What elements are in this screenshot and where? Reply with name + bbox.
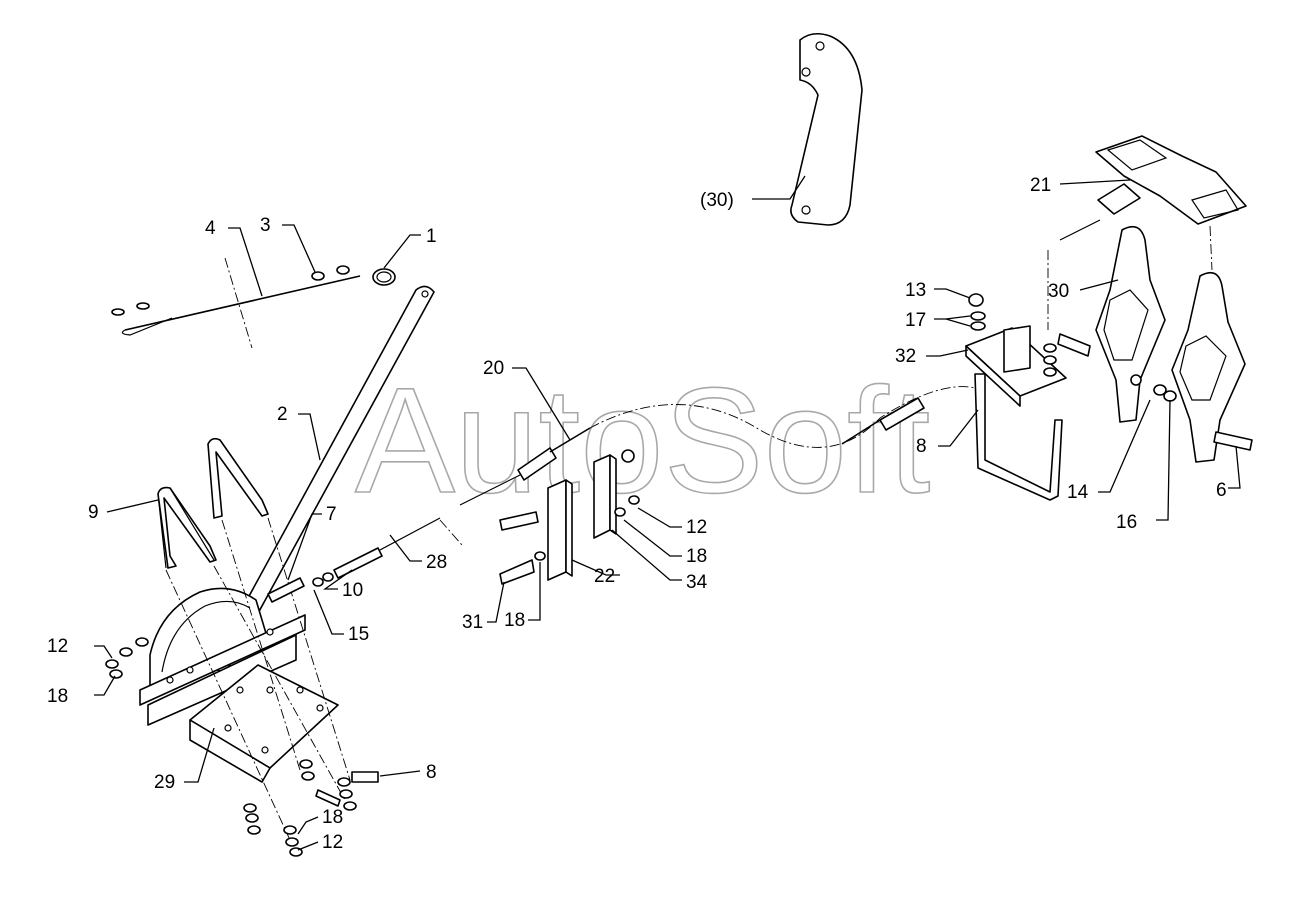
lower-nuts-washers	[105, 637, 379, 857]
part-21-pedal	[1047, 135, 1247, 330]
quadrant-plate	[139, 587, 306, 726]
callout-8-right: 8	[916, 436, 927, 457]
callout-9: 9	[88, 502, 99, 523]
callouts: 4 3 1 2 9 7 10 28 15 20 12 18 29 8 18 12	[47, 175, 1241, 853]
callout-18-left: 18	[47, 686, 68, 707]
callout-32: 32	[895, 346, 916, 367]
part-4-rod	[111, 257, 396, 349]
part-29-base-plate	[189, 664, 339, 783]
part-22-34-blocks	[499, 449, 640, 585]
callout-1: 1	[426, 226, 437, 247]
callout-30-detail: (30)	[700, 190, 734, 211]
callout-31: 31	[462, 612, 483, 633]
callout-12-mid: 12	[686, 517, 707, 538]
callout-12-left: 12	[47, 636, 68, 657]
callout-13: 13	[905, 280, 926, 301]
callout-20: 20	[483, 358, 504, 379]
callout-12-bottom: 12	[322, 832, 343, 853]
callout-4: 4	[205, 218, 216, 239]
callout-28: 28	[426, 552, 447, 573]
callout-22: 22	[594, 566, 615, 587]
part-32-plate	[841, 325, 1067, 501]
callout-14: 14	[1067, 482, 1089, 503]
callout-30: 30	[1048, 281, 1069, 302]
part-30-levers	[968, 225, 1253, 463]
callout-17: 17	[905, 310, 926, 331]
callout-3: 3	[260, 215, 271, 236]
callout-10: 10	[342, 580, 363, 601]
callout-21: 21	[1030, 175, 1051, 196]
callout-29: 29	[154, 772, 175, 793]
callout-8-bottom: 8	[426, 762, 437, 783]
part-9-u-bolts	[157, 437, 351, 841]
callout-6: 6	[1216, 480, 1227, 501]
callout-16: 16	[1116, 512, 1137, 533]
cable-assembly	[267, 386, 976, 603]
callout-18-bottom: 18	[322, 807, 343, 828]
callout-34: 34	[686, 572, 708, 593]
callout-18-mid: 18	[686, 546, 707, 567]
callout-7: 7	[326, 504, 337, 525]
callout-18-lower: 18	[504, 610, 525, 631]
part-30-bracket-detail	[790, 32, 863, 226]
watermark: AutoSoft	[355, 356, 930, 524]
callout-15: 15	[348, 624, 369, 645]
callout-2: 2	[277, 404, 288, 425]
